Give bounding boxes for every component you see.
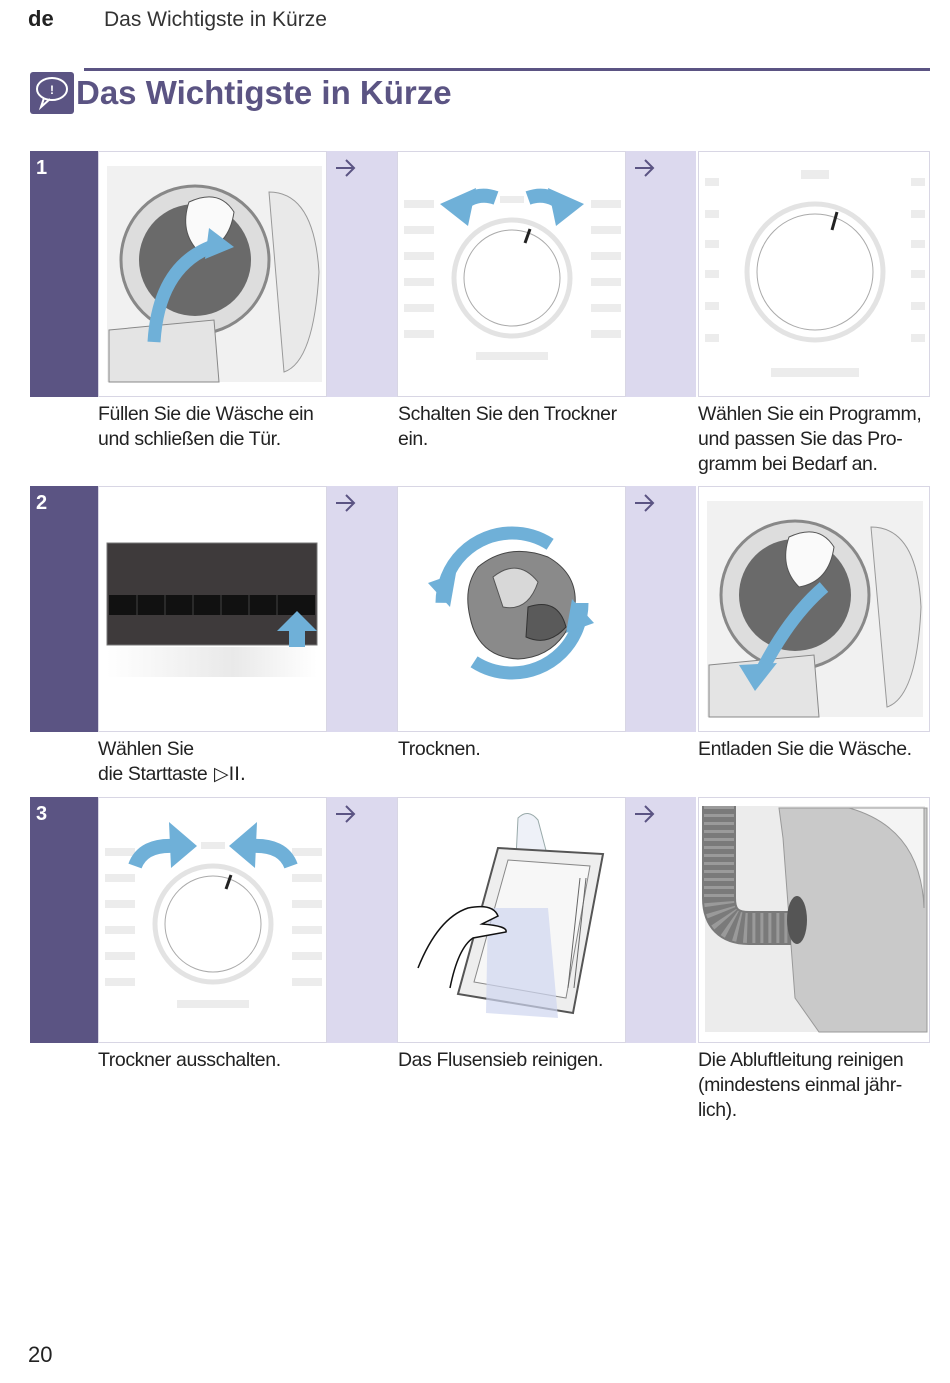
step-row-2: 2 [30,486,930,732]
illustration-select-program [698,151,930,397]
step-arrow-icon [336,494,356,512]
step-arrow-icon [635,805,655,823]
step-arrow-column [626,797,696,1043]
page-title: Das Wichtigste in Kürze [76,74,452,111]
step-number: 2 [30,486,98,732]
illustration-lint-filter [397,797,626,1043]
illustration-drying [397,486,626,732]
illustration-load-laundry [98,151,327,397]
step-caption: Füllen Sie die Wäsche ein und schließen … [98,403,314,450]
illustration-unload-laundry [698,486,930,732]
illustration-switch-off [98,797,327,1043]
page-number: 20 [28,1342,53,1367]
svg-text:!: ! [50,83,54,97]
step-arrow-icon [635,494,655,512]
start-button-symbol: ▷II. [214,762,246,787]
step-arrow-icon [635,159,655,177]
step-arrow-icon [336,805,356,823]
step-arrow-column [327,151,397,397]
caption-suffix: . [239,763,246,785]
step-caption: Trocknen. [398,738,481,760]
step-number: 3 [30,797,98,1043]
step-number: 1 [30,151,98,397]
step-arrow-column [626,151,696,397]
start-pause-icon: ▷II [214,763,240,785]
illustration-start-button [98,486,327,732]
info-speech-icon: ! [30,72,74,114]
step-arrow-icon [336,159,356,177]
step-caption: Wählen Sie ein Programm, und passen Sie … [698,403,922,475]
step-arrow-column [626,486,696,732]
illustration-switch-on [397,151,626,397]
step-caption: Schalten Sie den Trockner ein. [398,403,617,450]
step-arrow-column [327,486,397,732]
step-caption: Entladen Sie die Wäsche. [698,738,912,760]
illustration-exhaust-duct [698,797,930,1043]
step-caption: Das Flusensieb reinigen. [398,1049,604,1071]
step-caption: Trockner ausschalten. [98,1049,281,1071]
title-rule [84,68,930,71]
step-caption: Wählen Sie die Starttaste [98,738,208,785]
header-title: Das Wichtigste in Kürze [104,8,327,31]
header-lang: de [28,6,54,31]
step-caption: Die Abluftleitung reinigen (mindestens e… [698,1049,904,1121]
step-row-3: 3 [30,797,930,1043]
step-row-1: 1 [30,151,930,397]
step-arrow-column [327,797,397,1043]
